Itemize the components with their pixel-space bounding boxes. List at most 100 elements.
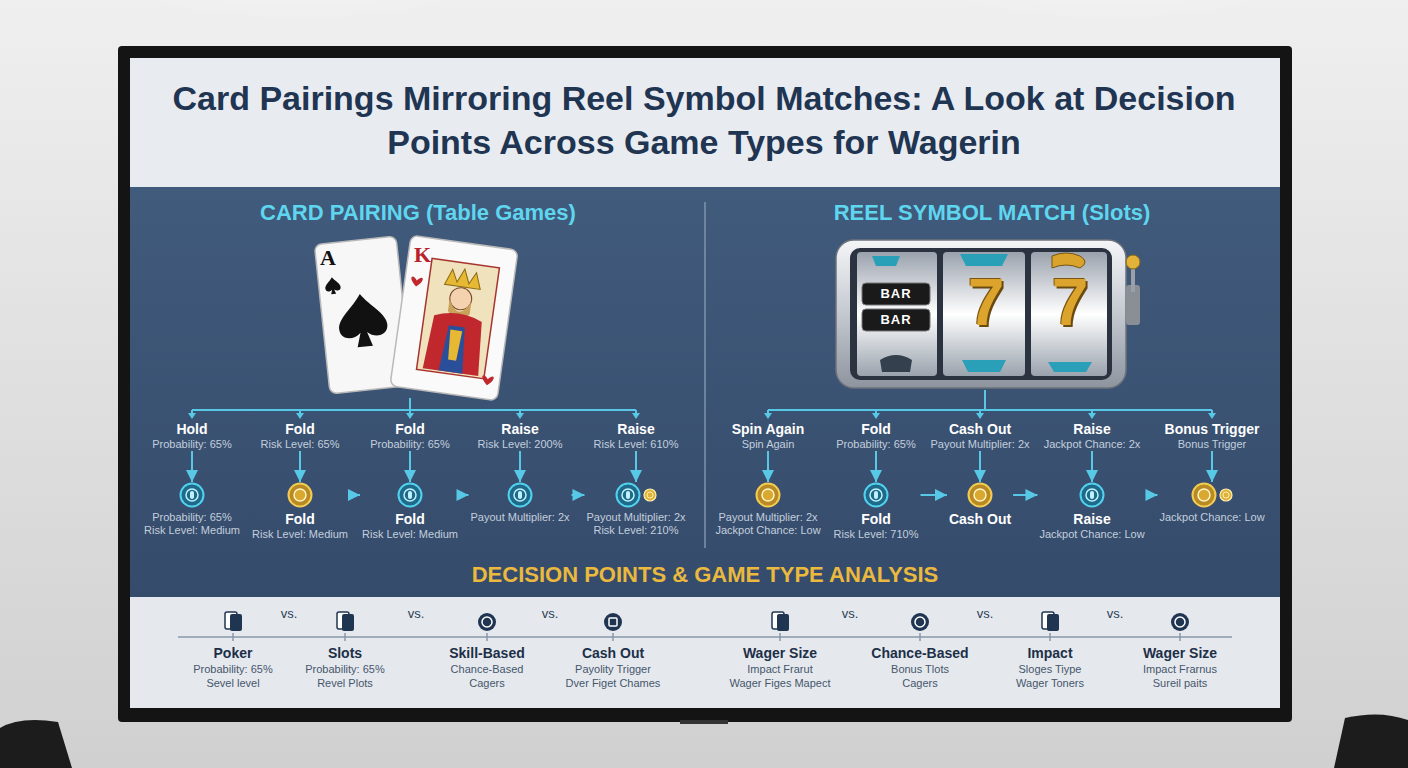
reel-symbol: 7: [968, 266, 1005, 339]
chip-icon: [1080, 484, 1103, 507]
chair: [0, 720, 72, 768]
timeline: [1179, 633, 1181, 641]
chip-icon: [179, 482, 205, 508]
decision-step: RaiseRisk Level: 610%: [592, 421, 681, 451]
timeline-note: Sureil paits: [1153, 677, 1207, 690]
connector-arrow: [1013, 494, 1037, 496]
chair: [0, 714, 1408, 768]
decision-step: FoldProbability: 65%: [834, 421, 918, 451]
timeline-note: Probability: 65%: [193, 663, 273, 676]
decision-step: Spin AgainSpin Again: [730, 421, 807, 451]
decision-step: Bonus TriggerBonus Trigger: [1163, 421, 1262, 451]
chip-icon: [397, 482, 423, 508]
connector-arrow: [979, 451, 981, 482]
timeline-title: Wager Size: [1143, 645, 1217, 662]
chip-icon: [507, 482, 533, 508]
connector-arrow: [1091, 451, 1093, 482]
chip-icon: [180, 484, 203, 507]
step-label: Spin Again: [732, 421, 805, 438]
playing-cards: [390, 235, 518, 401]
chip-icon: [508, 484, 531, 507]
tree-arrowheads: [1208, 413, 1216, 419]
tree-lines: [192, 409, 636, 411]
step-detail: Probability: 65%: [836, 438, 916, 451]
step-detail: Risk Level: 200%: [478, 438, 563, 451]
step-detail: Jackpot Chance: Low: [1159, 511, 1264, 524]
timeline: [232, 633, 234, 641]
outcome-step: Jackpot Chance: Low: [1157, 482, 1266, 524]
tree-arrowheads: [188, 413, 1216, 419]
decision-step: RaiseRisk Level: 200%: [476, 421, 565, 451]
playing-cards: [390, 235, 518, 401]
screen-panels: [130, 187, 1280, 597]
slot-machine: [872, 256, 900, 266]
tv-frame: [118, 46, 1292, 722]
step-label: Fold: [834, 511, 919, 528]
connector-arrow: [350, 494, 360, 496]
chip-icon: [615, 482, 657, 508]
slot-machine: [857, 252, 937, 376]
timeline-icon: [1047, 614, 1059, 631]
slot-machine: [1048, 362, 1092, 372]
timeline-note: Dver Figet Chames: [566, 677, 661, 690]
timeline-note: Wager Toners: [1016, 677, 1084, 690]
step-detail: Risk Level: 610%: [594, 438, 679, 451]
chip-icon: [756, 484, 779, 507]
chip-icon: [865, 484, 888, 507]
panel-heading: CARD PAIRING (Table Games): [260, 200, 576, 226]
decision-step: RaiseJackpot Chance: 2x: [1042, 421, 1143, 451]
slot-machine: [850, 248, 1112, 380]
screen-panels: [130, 597, 1280, 708]
step-label: Fold: [370, 421, 450, 438]
step-label: Fold: [836, 421, 916, 438]
timeline-title: Skill-Based: [449, 645, 524, 662]
step-detail: Risk Level: Medium: [144, 524, 240, 537]
timeline-note: Chance-Based: [451, 663, 524, 676]
screen-panels: [130, 58, 1280, 708]
playing-cards: [416, 258, 499, 378]
section-heading: DECISION POINTS & GAME TYPE ANALYSIS: [472, 562, 939, 588]
chair: [1334, 714, 1408, 768]
step-detail: Risk Level: Medium: [252, 528, 348, 541]
timeline-note: Payolity Trigger: [575, 663, 651, 676]
chip-icon: [616, 484, 639, 507]
playing-cards: [423, 310, 487, 376]
slot-machine: [836, 240, 1126, 388]
chip-icon: [967, 482, 993, 508]
outcome-step: Payout Multiplier: 2x: [468, 482, 571, 524]
timeline-note: Wager Figes Mapect: [729, 677, 830, 690]
timeline: [233, 633, 1180, 641]
slot-machine: [1126, 255, 1140, 269]
decision-step: HoldProbability: 65%: [150, 421, 234, 451]
timeline-title: Cash Out: [582, 645, 644, 662]
chip-icon: [968, 484, 991, 507]
screen-panels: [130, 58, 1280, 708]
step-detail: Payout Multiplier: 2x: [470, 511, 569, 524]
connector-arrow: [409, 451, 411, 482]
timeline-title: Wager Size: [743, 645, 817, 662]
outcome-step: RaiseJackpot Chance: Low: [1037, 482, 1146, 541]
timeline-note: Impact Frarnus: [1143, 663, 1217, 676]
step-label: Raise: [1044, 421, 1141, 438]
connector-arrow: [1211, 451, 1213, 482]
tree-arrowheads: [1088, 413, 1096, 419]
timeline-title: Slots: [328, 645, 362, 662]
timeline: [919, 633, 921, 641]
step-label: Raise: [1039, 511, 1144, 528]
timeline-note: Cagers: [902, 677, 937, 690]
slot-machine: [943, 252, 1025, 376]
tree-lines: [409, 398, 411, 410]
step-detail: Probability: 65%: [370, 438, 450, 451]
playing-cards: [314, 235, 518, 401]
tree-lines: [984, 390, 986, 410]
timeline-icon: [911, 613, 929, 631]
playing-cards: [410, 276, 423, 287]
chip-icon: [398, 484, 421, 507]
tree-lines: [192, 390, 1212, 414]
timeline-note: Impact Frarut: [747, 663, 812, 676]
slot-machine: [960, 254, 1008, 266]
timeline: [178, 636, 1232, 638]
versus-label: vs.: [542, 606, 559, 622]
step-label: Fold: [261, 421, 340, 438]
timeline-icon: [230, 614, 242, 631]
